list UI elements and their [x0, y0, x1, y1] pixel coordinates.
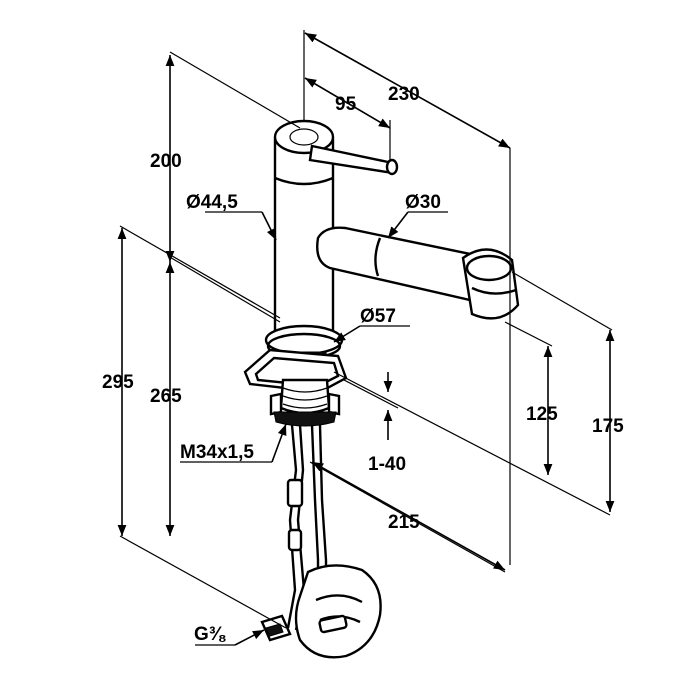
dim-265-label: 265	[150, 386, 182, 407]
dim-dia57-label: Ø57	[360, 306, 396, 327]
dim-thread-label: M34x1,5	[180, 442, 254, 463]
dim-1-40-label: 1-40	[368, 454, 406, 475]
faucet-body	[243, 119, 520, 659]
dim-dia30-label: Ø30	[405, 192, 441, 213]
dim-g38-label: G⅜	[194, 624, 226, 645]
dim-125-label: 125	[526, 404, 558, 425]
dim-295-label: 295	[102, 372, 134, 393]
dimension-lines	[117, 30, 615, 646]
dim-175-label: 175	[592, 416, 624, 437]
dim-230-label: 230	[388, 84, 420, 105]
dim-215-label: 215	[388, 512, 420, 533]
dim-dia44-5-label: Ø44,5	[186, 192, 238, 213]
dim-95-label: 95	[335, 94, 357, 115]
dim-200-label: 200	[150, 151, 182, 172]
dimension-labels: 230 95 200 Ø44,5 Ø30 Ø57 295 265 M34x1,5…	[102, 84, 624, 645]
